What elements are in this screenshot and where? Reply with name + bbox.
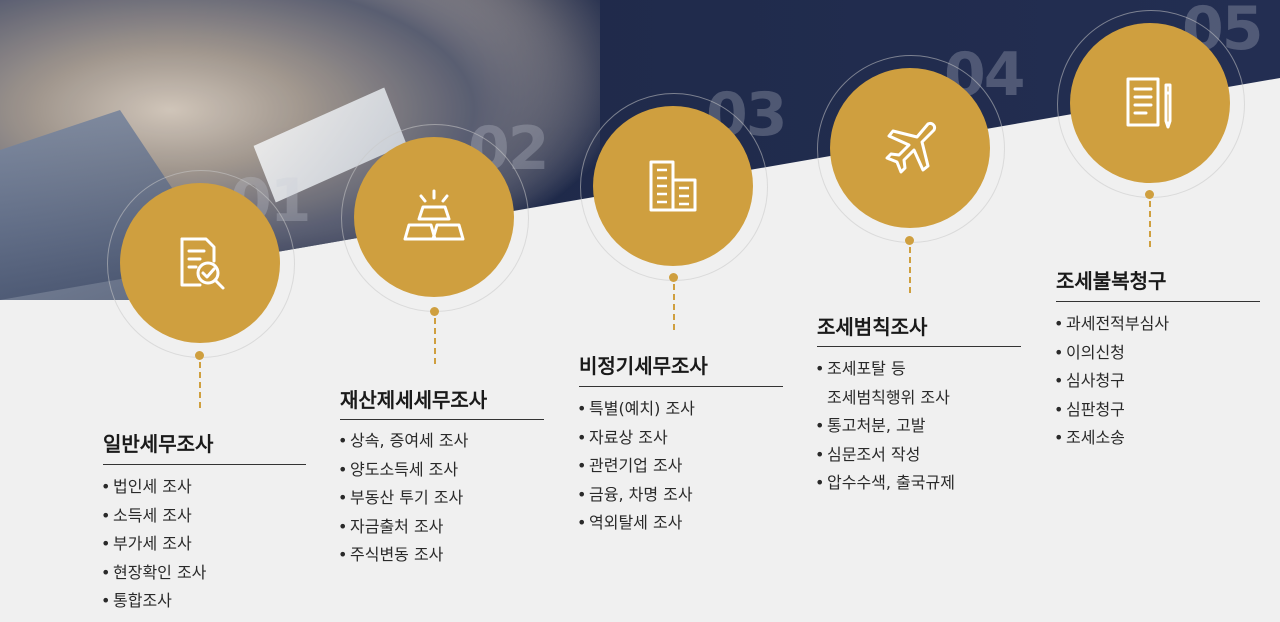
step-1-divider [103,464,306,465]
list-item: •양도소득세 조사 [338,459,459,479]
step-2-connector-line [434,318,436,364]
step-5-connector-line [1149,201,1151,247]
step-1-list: •법인세 조사 •소득세 조사 •부가세 조사 •현장확인 조사 •통합조사 [101,473,206,616]
list-item: •역외탈세 조사 [577,513,683,533]
list-item: •조세소송 [1054,428,1125,448]
list-item: •자금출처 조사 [338,516,444,536]
airplane-icon [878,116,942,180]
list-item: •특별(예치) 조사 [577,399,695,418]
list-item: •이의신청 [1054,342,1125,362]
step-4-list: •조세포탈 등 조세범칙행위 조사 •통고처분, 고발 •심문조서 작성 •압수… [815,355,955,498]
list-item: •부동산 투기 조사 [338,488,464,508]
step-2-title: 재산제세세무조사 [340,388,488,412]
step-3-list: •특별(예치) 조사 •자료상 조사 •관련기업 조사 •금융, 차명 조사 •… [577,395,695,538]
step-3-connector-dot [669,273,678,282]
step-3-connector-line [673,284,675,330]
list-item: •압수수색, 출국규제 [815,473,955,493]
list-item: •주식변동 조사 [338,545,444,565]
document-search-icon [170,233,230,293]
list-item: •과세전적부심사 [1054,314,1170,333]
document-pen-icon [1120,73,1180,133]
step-4-circle [830,68,990,228]
step-3-divider [579,386,783,387]
step-1-title: 일반세무조사 [103,432,214,456]
list-item-continuation: 조세범칙행위 조사 [827,387,950,407]
list-item: •법인세 조사 [101,477,192,496]
step-5-divider [1056,301,1260,302]
step-5-list: •과세전적부심사 •이의신청 •심사청구 •심판청구 •조세소송 [1054,310,1169,453]
step-4-title: 조세범칙조사 [817,315,928,339]
list-item: •금융, 차명 조사 [577,484,693,504]
step-3-title: 비정기세무조사 [579,354,708,378]
step-2-list: •상속, 증여세 조사 •양도소득세 조사 •부동산 투기 조사 •자금출처 조… [338,427,468,570]
list-item: •조세포탈 등 [815,359,906,378]
list-item: •부가세 조사 [101,534,192,554]
list-item: •심판청구 [1054,399,1125,419]
list-item: •자료상 조사 [577,427,668,447]
step-2-circle [354,137,514,297]
building-icon [643,156,703,216]
list-item: •심사청구 [1054,371,1125,391]
step-4-connector-line [909,247,911,293]
step-5-circle [1070,23,1230,183]
step-5-connector-dot [1145,190,1154,199]
list-item: •관련기업 조사 [577,456,683,476]
list-item: •현장확인 조사 [101,562,207,582]
step-1-circle [120,183,280,343]
list-item: •통고처분, 고발 [815,416,926,436]
gold-bars-icon [399,187,469,247]
list-item: •통합조사 [101,591,172,611]
step-5-title: 조세불복청구 [1056,269,1167,293]
step-1-connector-dot [195,351,204,360]
list-item: •상속, 증여세 조사 [338,431,469,450]
list-item: •소득세 조사 [101,505,192,525]
step-4-divider [817,346,1021,347]
step-2-connector-dot [430,307,439,316]
step-1-connector-line [199,362,201,408]
step-2-divider [340,419,544,420]
step-4-connector-dot [905,236,914,245]
step-3-circle [593,106,753,266]
list-item: •심문조서 작성 [815,444,921,464]
